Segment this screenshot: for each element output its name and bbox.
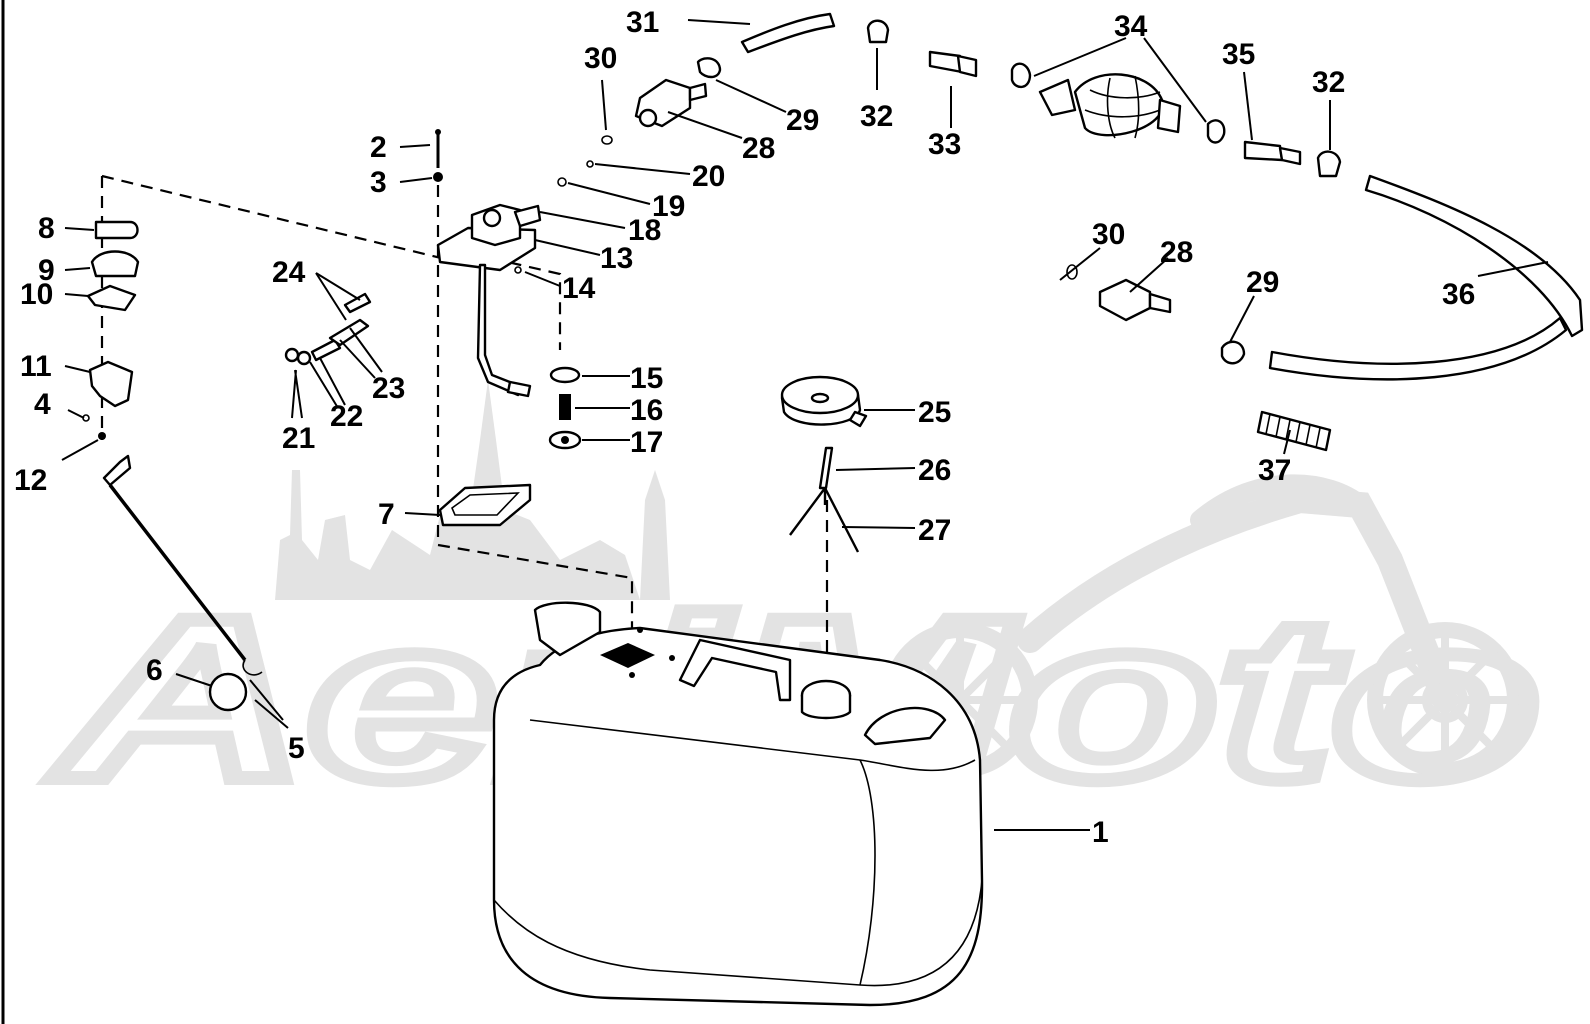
label-9: 9 bbox=[38, 254, 55, 287]
label-31: 31 bbox=[626, 6, 659, 39]
label-32-right: 32 bbox=[1312, 66, 1345, 99]
label-16: 16 bbox=[630, 394, 663, 427]
label-36: 36 bbox=[1442, 278, 1475, 311]
label-30-lower: 30 bbox=[1092, 218, 1125, 251]
part-13-gauge-head bbox=[436, 203, 542, 398]
label-14: 14 bbox=[562, 272, 596, 305]
tank-connector-hose bbox=[1066, 174, 1584, 452]
label-6: 6 bbox=[146, 654, 163, 687]
label-23: 23 bbox=[372, 372, 405, 405]
label-3: 3 bbox=[370, 166, 387, 199]
label-20: 20 bbox=[692, 160, 725, 193]
small-hardware bbox=[433, 129, 613, 450]
part-25-fuel-cap bbox=[780, 375, 868, 553]
label-28-upper: 28 bbox=[742, 132, 775, 165]
label-21: 21 bbox=[282, 422, 315, 455]
label-1: 1 bbox=[1092, 816, 1109, 849]
label-29-lower: 29 bbox=[1246, 266, 1279, 299]
left-float-assembly bbox=[82, 220, 263, 712]
label-37: 37 bbox=[1258, 454, 1291, 487]
label-15: 15 bbox=[630, 362, 663, 395]
label-13: 13 bbox=[600, 242, 633, 275]
label-28-lower: 28 bbox=[1160, 236, 1193, 269]
label-2: 2 bbox=[370, 131, 387, 164]
primer-bulb-line bbox=[634, 12, 1342, 178]
label-22: 22 bbox=[330, 400, 363, 433]
callout-labels: 1 2 3 4 5 6 7 8 9 10 11 12 13 14 15 16 1… bbox=[14, 6, 1475, 849]
fuel-tank bbox=[492, 601, 984, 1007]
label-4: 4 bbox=[34, 388, 51, 421]
label-8: 8 bbox=[38, 212, 55, 245]
label-34: 34 bbox=[1114, 10, 1148, 43]
label-30-upper: 30 bbox=[584, 42, 617, 75]
label-19: 19 bbox=[652, 190, 685, 223]
label-7: 7 bbox=[378, 498, 395, 531]
label-17: 17 bbox=[630, 426, 663, 459]
label-33: 33 bbox=[928, 128, 961, 161]
label-32-upper: 32 bbox=[860, 100, 893, 133]
part-21-24-linkage bbox=[284, 292, 372, 366]
label-11: 11 bbox=[20, 350, 52, 383]
label-26: 26 bbox=[918, 454, 951, 487]
label-10: 10 bbox=[20, 278, 53, 311]
label-35: 35 bbox=[1222, 38, 1255, 71]
label-25: 25 bbox=[918, 396, 951, 429]
part-7-gasket bbox=[438, 483, 532, 527]
label-5: 5 bbox=[288, 732, 305, 765]
label-18: 18 bbox=[628, 214, 661, 247]
label-27: 27 bbox=[918, 514, 951, 547]
label-24: 24 bbox=[272, 256, 306, 289]
label-29-upper: 29 bbox=[786, 104, 819, 137]
leader-lines bbox=[61, 19, 1549, 831]
label-12: 12 bbox=[14, 464, 47, 497]
